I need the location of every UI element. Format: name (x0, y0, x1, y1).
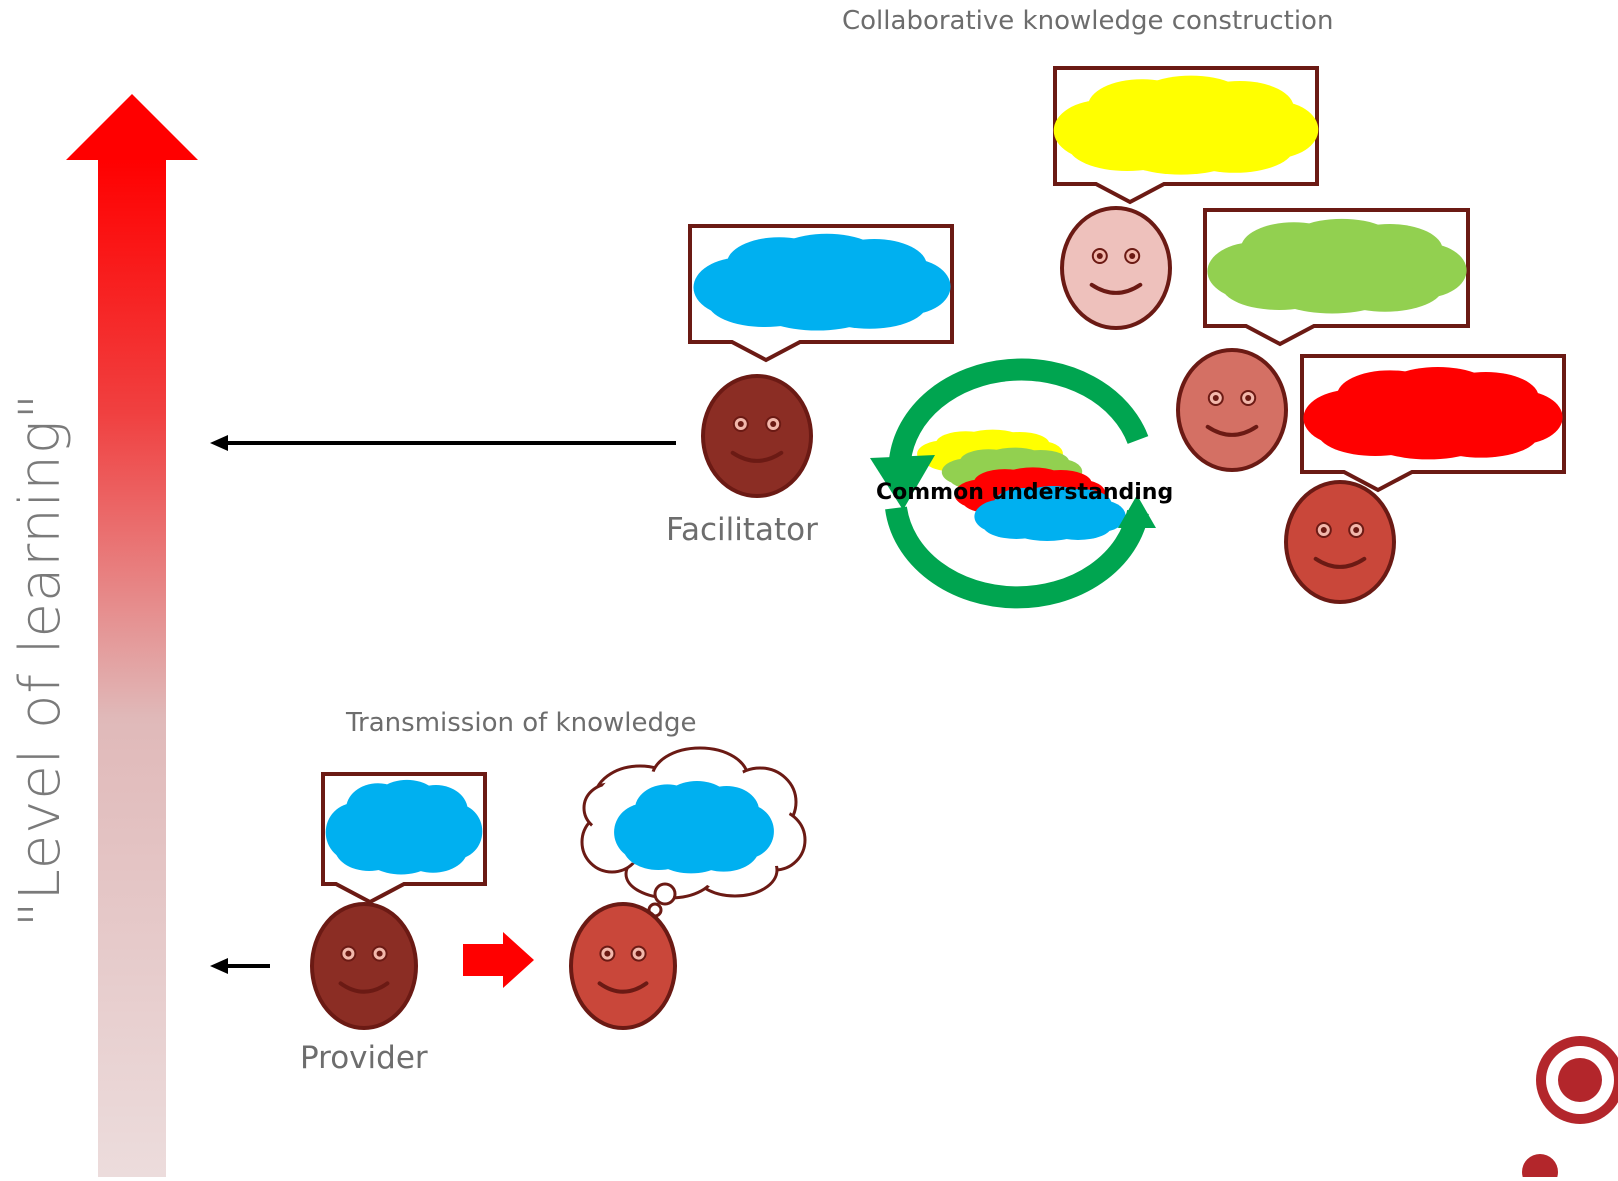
facilitator-label: Facilitator (666, 512, 818, 548)
cloud-facilitator (693, 233, 951, 331)
cloud-common-blue (974, 486, 1126, 541)
cloud-thought (614, 780, 774, 874)
participant-face-pale (1060, 206, 1172, 330)
participant-face-light (1176, 348, 1288, 472)
facilitator-face (701, 374, 813, 498)
level-arrow (66, 94, 198, 1177)
participant-face-mid (1284, 480, 1396, 604)
cloud-red (1303, 366, 1563, 460)
cloud-yellow (1053, 75, 1319, 175)
logo-seal (1522, 1036, 1618, 1181)
provider-face (310, 902, 418, 1030)
facilitator-level-arrow (210, 435, 676, 451)
transfer-arrow (463, 932, 534, 988)
cycle-arrows-icon (870, 358, 1156, 609)
provider-level-arrow (210, 958, 270, 974)
cloud-green (1207, 218, 1467, 314)
provider-label: Provider (300, 1040, 428, 1076)
common-understanding-label: Common understanding (876, 480, 1174, 505)
axis-title: "Level of learning" (8, 392, 73, 928)
transmission-label: Transmission of knowledge (346, 708, 697, 738)
receiver-face (569, 902, 677, 1030)
collaborative-label: Collaborative knowledge construction (842, 6, 1334, 36)
cloud-provider (325, 779, 483, 875)
